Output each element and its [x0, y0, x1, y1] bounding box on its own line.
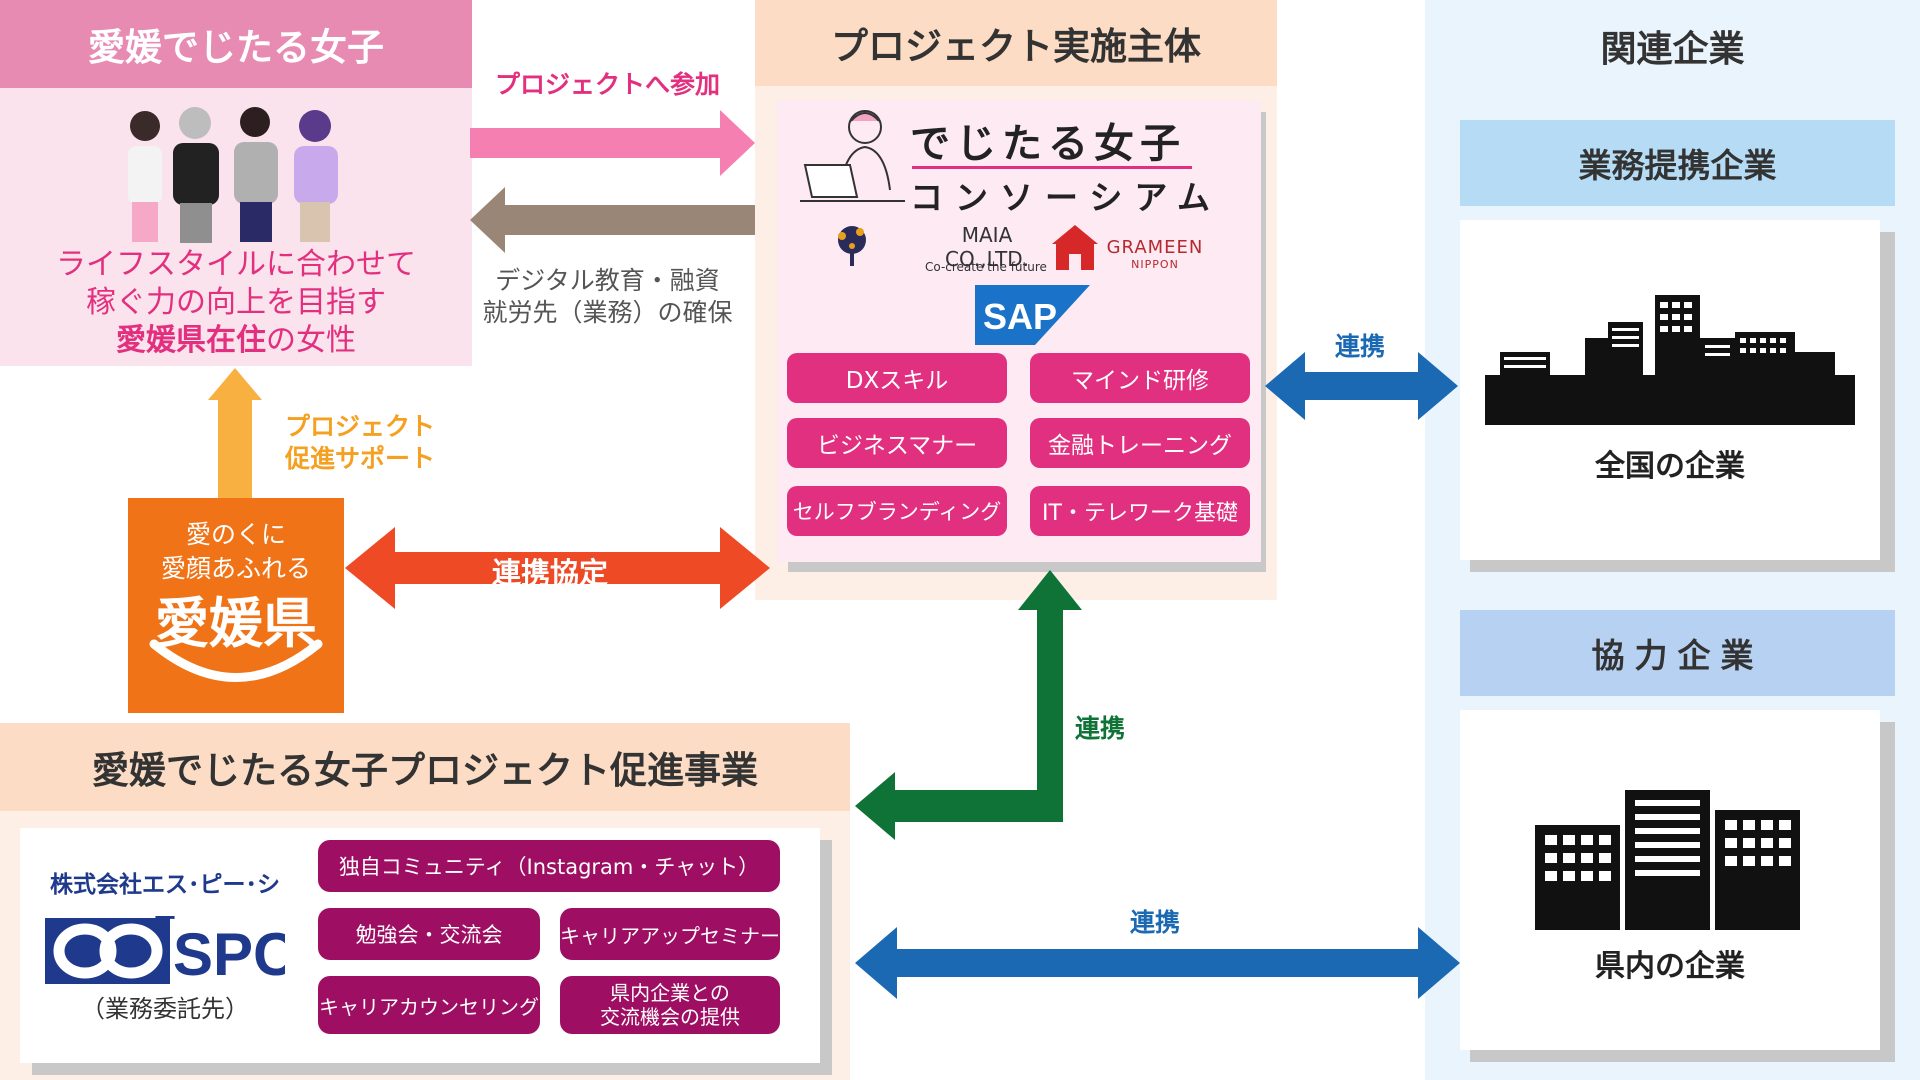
- skill-mind-training: マインド研修: [1030, 353, 1250, 403]
- smile-icon: [149, 639, 323, 682]
- grameen-house-logo: [1052, 225, 1098, 270]
- related-companies-title: 関連企業: [1600, 29, 1745, 70]
- sap-logo: SAP: [975, 285, 1090, 345]
- support-arrow: [470, 187, 755, 253]
- description-line-2: 稼ぐ力の向上を目指す: [86, 284, 386, 320]
- service-career-seminar: キャリアアップセミナー: [560, 908, 780, 960]
- description-line-3: 愛媛県在住の女性: [116, 322, 356, 360]
- description-line-1: ライフスタイルに合わせて: [56, 246, 416, 282]
- digital-women-description: ライフスタイルに合わせて 稼ぐ力の向上を目指す 愛媛県在住の女性: [0, 245, 472, 360]
- skill-finance-training: 金融トレーニング: [1030, 418, 1250, 468]
- service-exchange-line-2: 交流機会の提供: [600, 1005, 740, 1029]
- consortium-name-line-1: でじたる女子: [910, 120, 1186, 167]
- service-exchange-line-1: 県内企業との: [610, 981, 730, 1005]
- agreement-label: 連携協定: [491, 556, 608, 590]
- partner-companies-card: [1460, 220, 1880, 560]
- service-study-meetup: 勉強会・交流会: [318, 908, 540, 960]
- ehime-prefecture-logo: [128, 498, 344, 713]
- service-career-counseling: キャリアカウンセリング: [318, 976, 540, 1034]
- join-arrow: [470, 110, 755, 176]
- link-bottom-label: 連携: [1129, 908, 1180, 937]
- skill-business-manner: ビジネスマナー: [787, 418, 1007, 468]
- digital-women-panel: [0, 88, 472, 366]
- consortium-name-line-2: コンソーシアム: [910, 178, 1223, 217]
- partner-companies-header: 業務提携企業: [1460, 120, 1895, 206]
- skill-dx: DXスキル: [787, 353, 1007, 403]
- promotion-label-1: プロジェクト: [285, 412, 436, 441]
- office-buildings-icon: [1535, 790, 1800, 930]
- digital-women-title: 愛媛でじたる女子: [0, 0, 472, 88]
- promotion-title: 愛媛でじたる女子プロジェクト促進事業: [0, 723, 850, 811]
- women-group-illustration: [128, 107, 338, 243]
- service-company-exchange: 県内企業との 交流機会の提供: [560, 976, 780, 1034]
- grameen-logo-sub: NIPPON: [1131, 257, 1179, 271]
- description-tail: の女性: [266, 322, 356, 358]
- project-title: プロジェクト実施主体: [755, 0, 1277, 86]
- skill-self-branding: セルフブランディング: [787, 486, 1007, 536]
- woman-laptop-icon: [800, 110, 905, 202]
- spc-logo: SPC: [45, 918, 285, 984]
- description-highlight: 愛媛県在住: [116, 322, 266, 358]
- promotion-up-arrow: [208, 368, 262, 498]
- link-bottom-arrow: [855, 927, 1460, 999]
- partner-companies-label: 全国の企業: [1595, 449, 1745, 484]
- promotion-label-2: 促進サポート: [285, 444, 436, 473]
- link-right-arrow: [1265, 352, 1458, 420]
- grameen-logo-name: GRAMEEN: [1106, 236, 1204, 258]
- cooperating-companies-label: 県内の企業: [1595, 949, 1745, 984]
- link-green-label: 連携: [1074, 714, 1125, 743]
- ehime-tagline-2: 愛顔あふれる: [160, 554, 311, 583]
- cooperating-companies-card: [1460, 710, 1880, 1050]
- link-right-label: 連携: [1334, 332, 1385, 361]
- consortium-underline: [912, 166, 1192, 169]
- service-community: 独自コミュニティ（Instagram・チャット）: [318, 840, 780, 892]
- spc-logo-text: SPC: [173, 921, 285, 984]
- cooperating-companies-header: 協力企業: [1460, 610, 1895, 696]
- sap-logo-text: SAP: [983, 296, 1057, 337]
- spc-role: （業務委託先）: [81, 994, 249, 1023]
- agreement-arrow: [345, 527, 770, 609]
- maia-tree-logo: [838, 226, 866, 266]
- ehime-tagline-1: 愛のくに: [185, 520, 286, 549]
- maia-logo-tagline: Co-create the future: [925, 260, 1047, 274]
- ehime-name: 愛媛県: [155, 591, 317, 655]
- support-arrow-label-2: 就労先（業務）の確保: [482, 298, 733, 327]
- join-arrow-label: プロジェクトへ参加: [494, 70, 720, 99]
- support-arrow-label-1: デジタル教育・融資: [495, 266, 720, 295]
- skill-it-telework: IT・テレワーク基礎: [1030, 486, 1250, 536]
- city-skyline-icon: [1485, 295, 1855, 425]
- link-green-arrow: [855, 570, 1082, 840]
